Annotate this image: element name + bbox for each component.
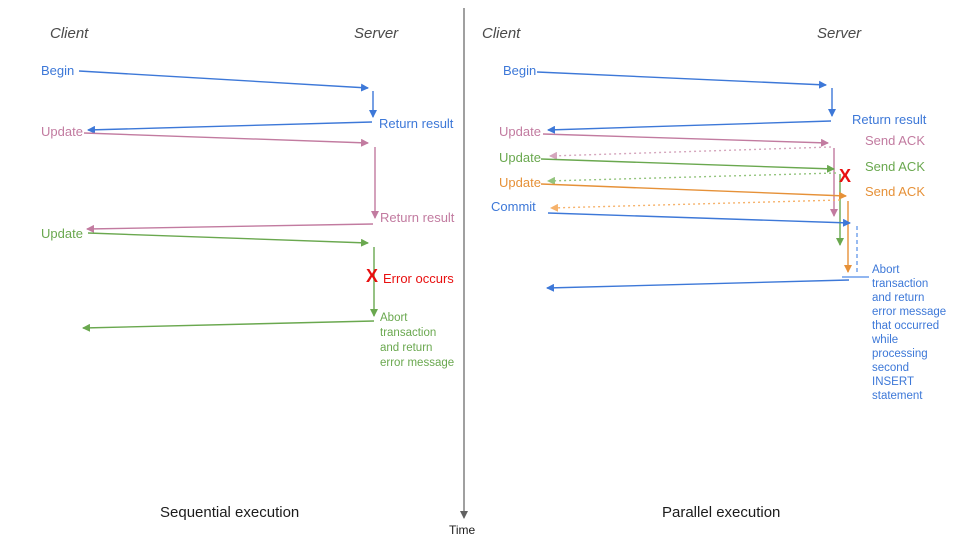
right-abort-note: Abort transaction and return error messa… <box>872 264 947 402</box>
left-caption: Sequential execution <box>160 504 300 521</box>
left-update-1-label: Update <box>41 124 83 139</box>
right-send-ack-2-label: Send ACK <box>865 159 925 174</box>
right-send-ack-1-label: Send ACK <box>865 133 925 148</box>
left-update-1-request-arrow <box>83 132 369 147</box>
left-return-result-1-arrow <box>87 121 373 134</box>
right-update-2-request-arrow <box>540 158 835 173</box>
left-update-2-label: Update <box>41 226 83 241</box>
right-return-result-arrow <box>547 120 832 134</box>
right-update-3-request-arrow <box>540 183 847 200</box>
left-begin-label: Begin <box>41 63 75 78</box>
right-update-1-label: Update <box>499 124 541 139</box>
right-caption: Parallel execution <box>662 504 781 521</box>
right-commit-label: Commit <box>491 199 536 214</box>
right-commit-request-arrow <box>547 212 851 227</box>
right-update-2-label: Update <box>499 150 541 165</box>
left-error-occurs-label: Error occurs <box>383 271 454 286</box>
left-abort-return-arrow <box>82 320 375 332</box>
right-ack-2-dotted-arrow <box>547 172 837 185</box>
left-return-result-1-label: Return result <box>379 116 454 131</box>
right-update-1-request-arrow <box>542 133 829 147</box>
left-abort-note: Abort transaction and return error messa… <box>380 312 455 369</box>
right-abort-return-arrow <box>546 279 850 292</box>
right-begin-label: Begin <box>503 63 537 78</box>
right-return-result-label: Return result <box>852 112 927 127</box>
right-ack-3-dotted-arrow <box>550 199 841 212</box>
right-client-header: Client <box>482 25 521 42</box>
left-client-header: Client <box>50 25 89 42</box>
right-error-x-mark: X <box>839 166 852 186</box>
left-error-x-mark: X <box>366 266 379 286</box>
right-server-header: Server <box>817 25 862 42</box>
right-ack-1-dotted-arrow <box>549 146 832 160</box>
left-return-result-2-arrow <box>86 223 374 233</box>
right-update-3-label: Update <box>499 175 541 190</box>
left-begin-request-arrow <box>78 70 369 92</box>
right-begin-request-arrow <box>536 71 827 89</box>
left-server-header: Server <box>354 25 399 42</box>
left-update-2-request-arrow <box>87 232 369 247</box>
left-return-result-2-label: Return result <box>380 210 455 225</box>
time-axis-label: Time <box>449 523 476 537</box>
right-send-ack-3-label: Send ACK <box>865 184 925 199</box>
